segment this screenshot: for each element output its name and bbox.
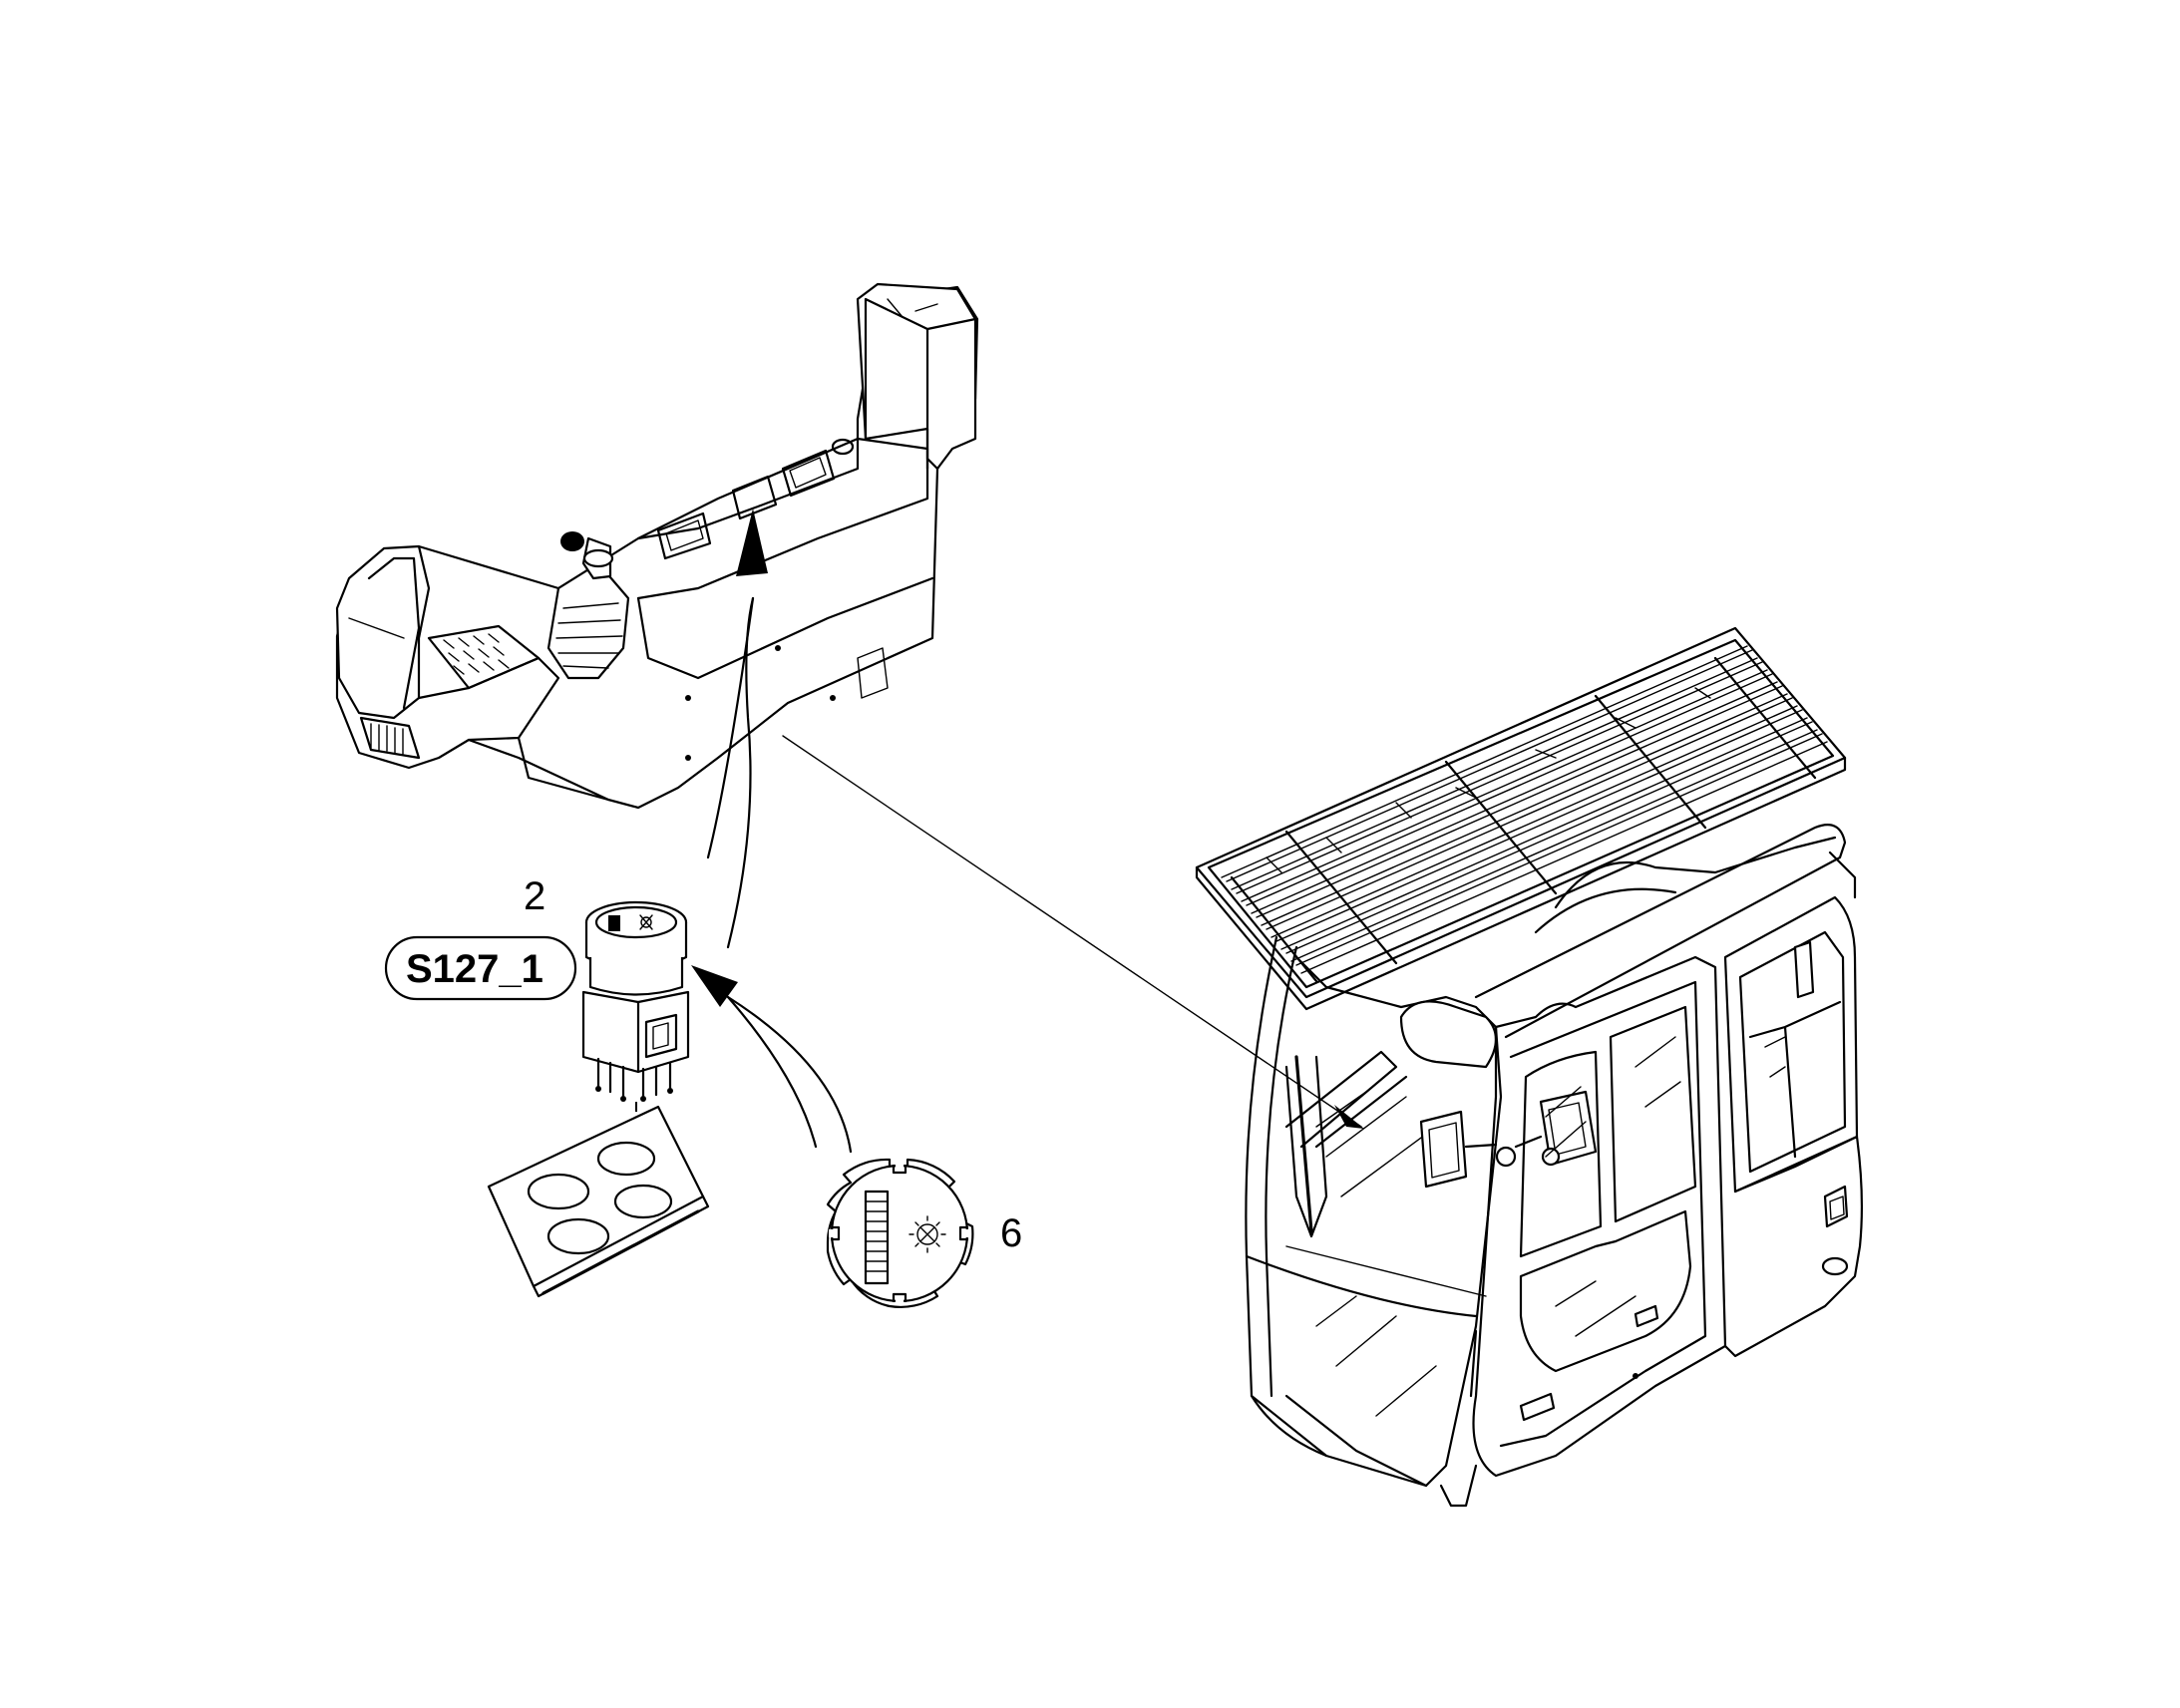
- callout-2: 2: [524, 874, 545, 918]
- switch-symbol-detail: 6: [826, 1158, 1022, 1308]
- switch-id-label: S127_1: [406, 947, 544, 991]
- install-arrow-to-console: [706, 509, 768, 949]
- install-arrow-to-switch: [691, 965, 853, 1154]
- leader-arrowhead: [1328, 1105, 1364, 1129]
- symbol-disc: [830, 1164, 969, 1303]
- step-ladder-icon: [864, 1190, 890, 1285]
- callout-6: 6: [1000, 1211, 1022, 1255]
- work-light-icon: [908, 1215, 946, 1253]
- switch-id-label-frame: [384, 935, 577, 1001]
- mounting-plate: [487, 1105, 710, 1298]
- leader-line-console-to-cab: [782, 735, 1362, 1128]
- rocker-switch-part: 2 S127_1: [384, 874, 690, 1102]
- operator-console: [335, 282, 979, 810]
- operator-cab: [1195, 626, 1864, 1508]
